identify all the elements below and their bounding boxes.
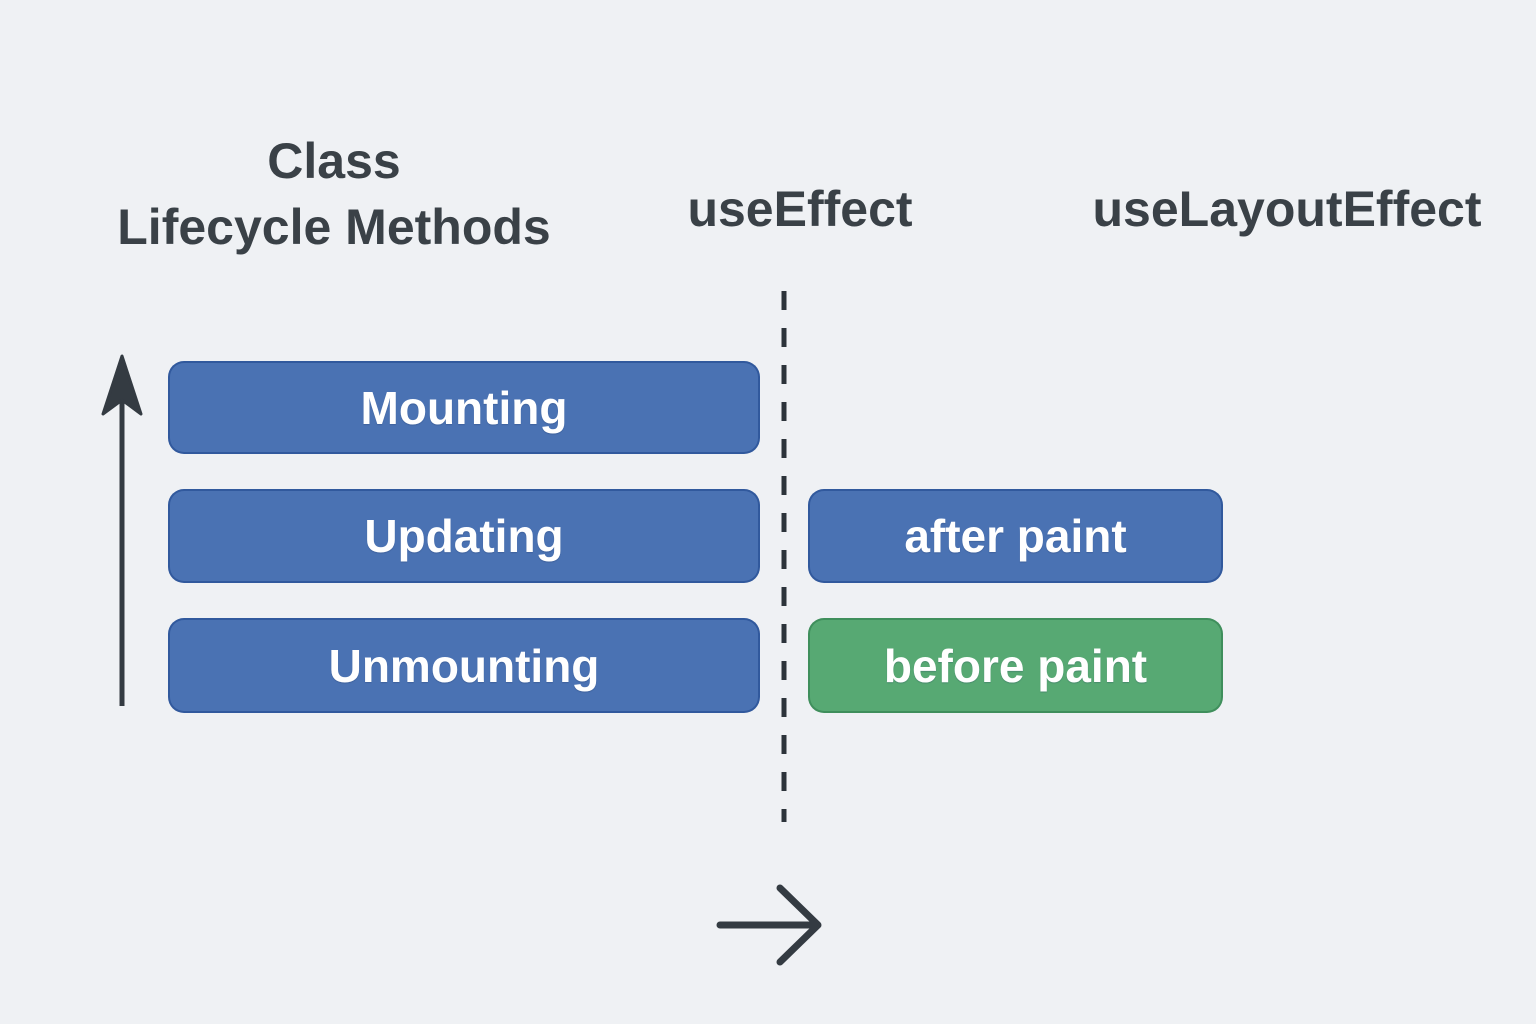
lifecycle-box-updating-label: Updating (364, 510, 564, 562)
header-use-effect: useEffect (687, 181, 913, 237)
header-use-layout-effect: useLayoutEffect (1092, 181, 1482, 237)
header-class-line2: Lifecycle Methods (117, 199, 551, 255)
timing-box-before-paint-label: before paint (883, 639, 1148, 692)
header-class-line1: Class (267, 133, 401, 189)
lifecycle-box-updating: Updating (168, 489, 760, 583)
lifecycle-box-unmounting: Unmounting (168, 618, 760, 713)
lifecycle-box-mounting: Mounting (168, 361, 760, 454)
timing-box-after-paint: after paint (808, 489, 1223, 583)
right-arrow-icon (716, 884, 822, 966)
up-arrow-icon (101, 354, 143, 706)
timing-box-after-paint-label: after paint (904, 510, 1127, 562)
header-class-lifecycle-methods: Class Lifecycle Methods (84, 128, 584, 260)
timing-box-before-paint: before paint (808, 618, 1223, 713)
lifecycle-box-unmounting-label: Unmounting (328, 639, 600, 692)
lifecycle-box-mounting-label: Mounting (360, 381, 568, 434)
dashed-divider-line (781, 291, 787, 822)
